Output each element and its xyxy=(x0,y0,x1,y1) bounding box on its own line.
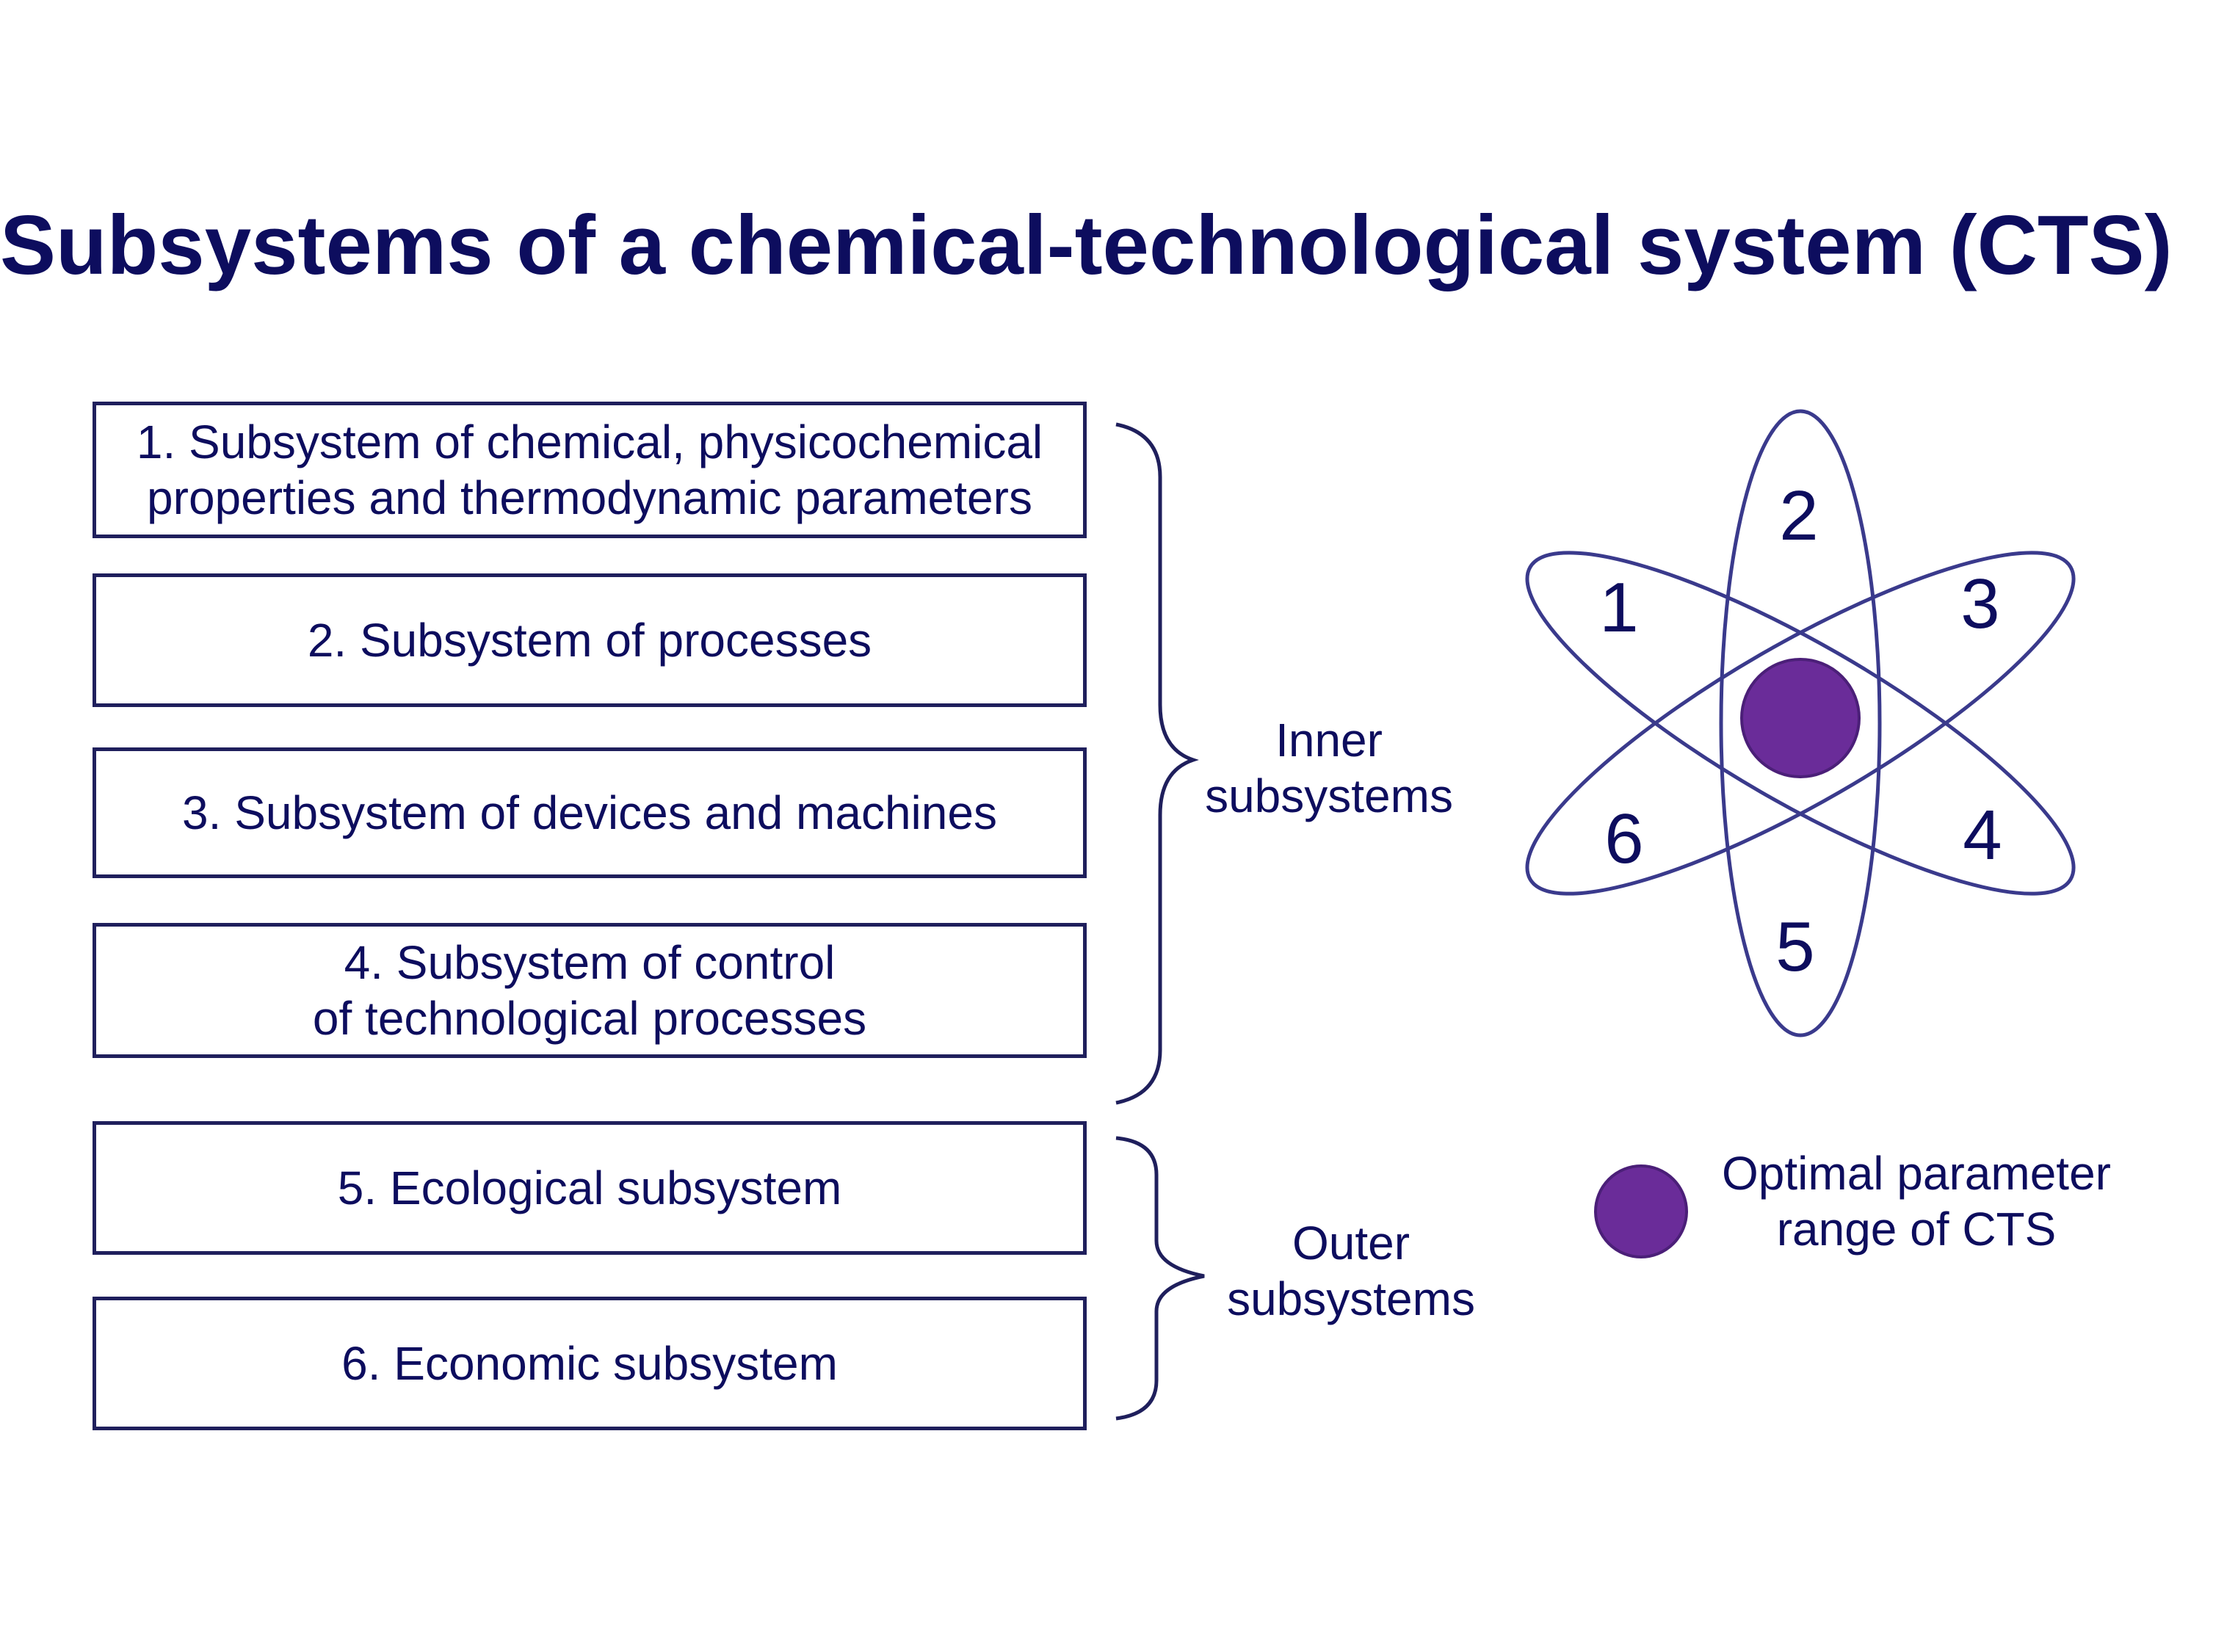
subsystem-6-line-1: 6. Economic subsystem xyxy=(341,1337,838,1390)
legend-label: Optimal parameter range of CTS xyxy=(1689,1145,2144,1257)
legend-marker xyxy=(1594,1164,1688,1258)
subsystem-box-3: 3. Subsystem of devices and machines xyxy=(93,747,1087,878)
subsystem-box-2: 2. Subsystem of processes xyxy=(93,573,1087,707)
subsystem-2-line-1: 2. Subsystem of processes xyxy=(307,614,872,667)
outer-subsystems-label: Outer subsystems xyxy=(1212,1215,1491,1327)
orbit-number-6: 6 xyxy=(1604,800,1643,878)
outer-label-line-2: subsystems xyxy=(1227,1272,1475,1325)
subsystem-5-line-1: 5. Ecological subsystem xyxy=(337,1162,842,1214)
orbit-number-2: 2 xyxy=(1779,477,1818,555)
outer-subsystems-brace xyxy=(1115,1136,1205,1421)
subsystem-1-line-1: 1. Subsystem of chemical, physicochemica… xyxy=(136,416,1043,468)
subsystem-4-line-2: of technological processes xyxy=(312,992,867,1045)
orbit-number-5: 5 xyxy=(1775,907,1814,986)
inner-label-line-1: Inner xyxy=(1275,714,1383,767)
subsystem-box-6: 6. Economic subsystem xyxy=(93,1297,1087,1430)
subsystem-1-line-2: properties and thermodynamic parameters xyxy=(147,471,1032,524)
inner-label-line-2: subsystems xyxy=(1205,769,1453,822)
page-title: Subsystems of a chemical-technological s… xyxy=(0,199,2173,292)
inner-subsystems-brace xyxy=(1115,422,1199,1105)
subsystem-box-1: 1. Subsystem of chemical, physicochemica… xyxy=(93,402,1087,538)
inner-subsystems-label: Inner subsystems xyxy=(1189,712,1469,824)
nucleus-optimal-range xyxy=(1740,658,1861,778)
subsystem-4-line-1: 4. Subsystem of control xyxy=(344,936,836,989)
legend-line-1: Optimal parameter xyxy=(1722,1147,2111,1200)
orbit-diagonal-2 xyxy=(1525,551,2076,896)
orbit-number-1: 1 xyxy=(1599,568,1638,647)
atom-diagram xyxy=(1525,409,2076,1037)
subsystem-3-line-1: 3. Subsystem of devices and machines xyxy=(182,786,997,839)
subsystem-box-4: 4. Subsystem of control of technological… xyxy=(93,923,1087,1058)
legend-line-2: range of CTS xyxy=(1776,1203,2057,1256)
orbit-number-3: 3 xyxy=(1960,565,1999,643)
orbit-vertical xyxy=(1719,409,1882,1037)
outer-label-line-1: Outer xyxy=(1292,1217,1410,1269)
orbit-diagonal-1 xyxy=(1525,551,2076,896)
subsystem-box-5: 5. Ecological subsystem xyxy=(93,1121,1087,1255)
orbit-number-4: 4 xyxy=(1963,796,2002,874)
